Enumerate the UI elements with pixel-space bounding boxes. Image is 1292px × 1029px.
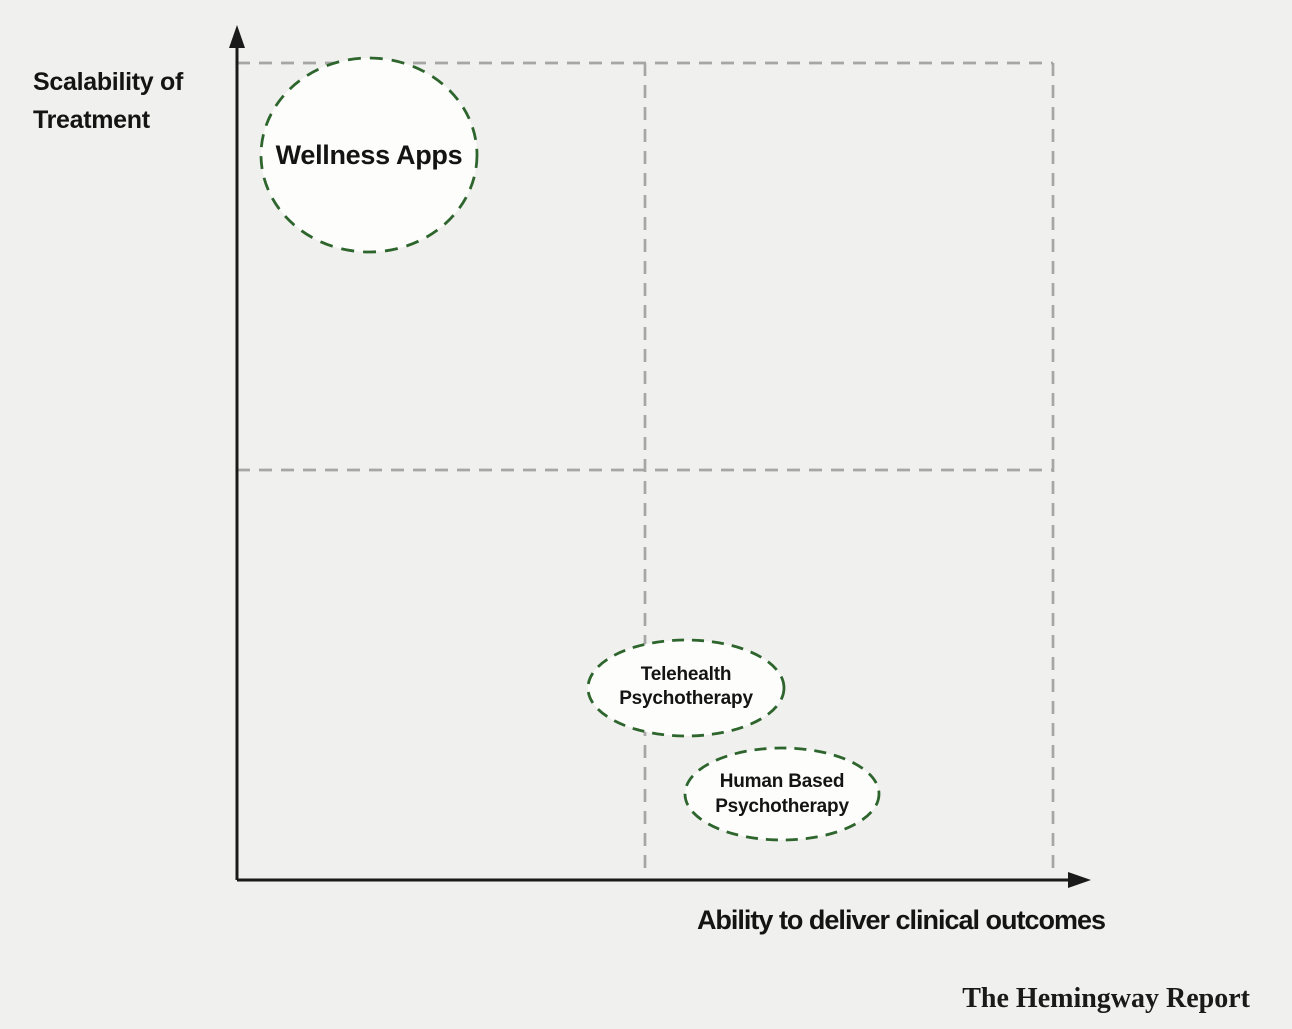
bubble-wellness-apps xyxy=(259,56,479,254)
y-axis-arrowhead-icon xyxy=(229,25,245,48)
bubble-label-telehealth-line1: Telehealth xyxy=(641,664,732,685)
bubble-label-human-based-line1: Human Based xyxy=(720,771,845,792)
y-axis-label-line2: Treatment xyxy=(33,106,151,134)
bubble-label-wellness-apps: Wellness Apps xyxy=(276,140,463,170)
y-axis-label-line1: Scalability of xyxy=(33,68,184,96)
attribution-text: The Hemingway Report xyxy=(962,983,1250,1014)
x-axis-label: Ability to deliver clinical outcomes xyxy=(697,905,1105,935)
bubble-telehealth-psychotherapy xyxy=(586,638,786,738)
bubble-human-based-psychotherapy xyxy=(683,746,881,842)
bubble-label-telehealth-line2: Psychotherapy xyxy=(619,688,753,709)
bubble-label-human-based-line2: Psychotherapy xyxy=(715,796,849,817)
x-axis-arrowhead-icon xyxy=(1068,872,1091,888)
